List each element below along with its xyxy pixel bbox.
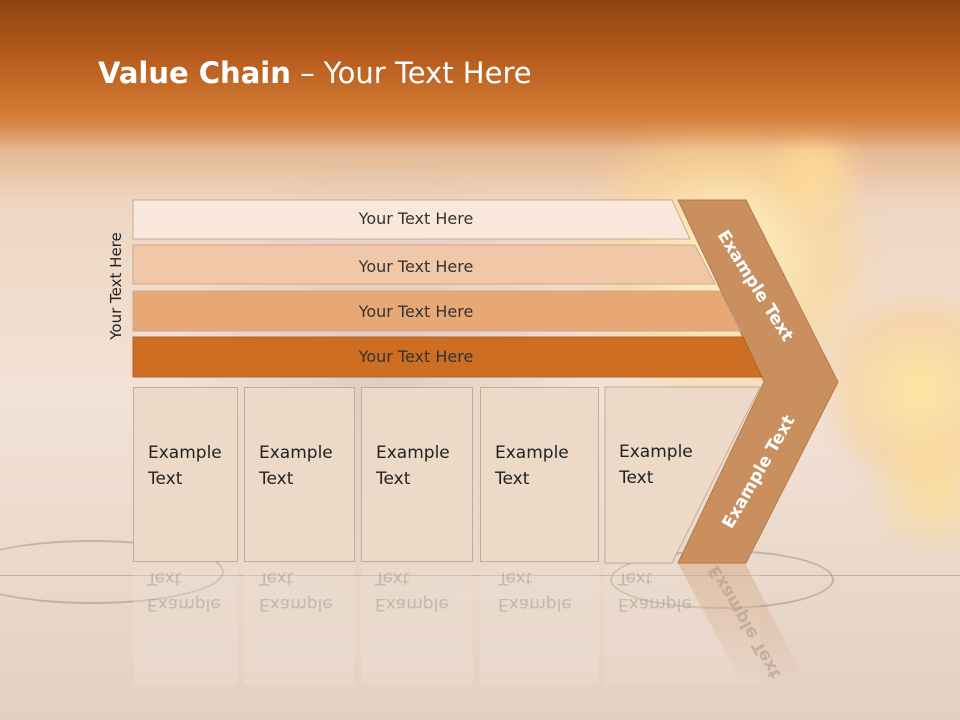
box-2-line2: Text (259, 469, 294, 489)
box-1-line1: Example (148, 443, 222, 463)
chevron-arrow (677, 199, 839, 564)
box-5-line1: Example (619, 442, 693, 462)
bar-4 (132, 336, 763, 378)
box-3-line1: Example (376, 443, 450, 463)
box-4-line1: Example (495, 443, 569, 463)
bar-3 (132, 290, 741, 332)
bar-2 (132, 244, 716, 285)
title-bold: Value Chain (98, 56, 291, 90)
turntable-left (0, 540, 224, 604)
title-band (0, 0, 960, 150)
slide-title: Value Chain – Your Text Here (98, 56, 532, 90)
bar-1 (132, 199, 691, 240)
box-5-line2: Text (619, 468, 654, 488)
bar-2-label: Your Text Here (358, 257, 474, 276)
box-3-line2: Text (376, 469, 411, 489)
box-1-line2: Text (148, 469, 183, 489)
box-5-shape (604, 386, 761, 564)
bar-3-label: Your Text Here (358, 302, 474, 321)
bar-4-label: Your Text Here (358, 347, 474, 366)
title-rest: – Your Text Here (290, 56, 532, 90)
box-2-line1: Example (259, 443, 333, 463)
bar-1-label: Your Text Here (358, 209, 474, 228)
box-4-line2: Text (495, 469, 530, 489)
